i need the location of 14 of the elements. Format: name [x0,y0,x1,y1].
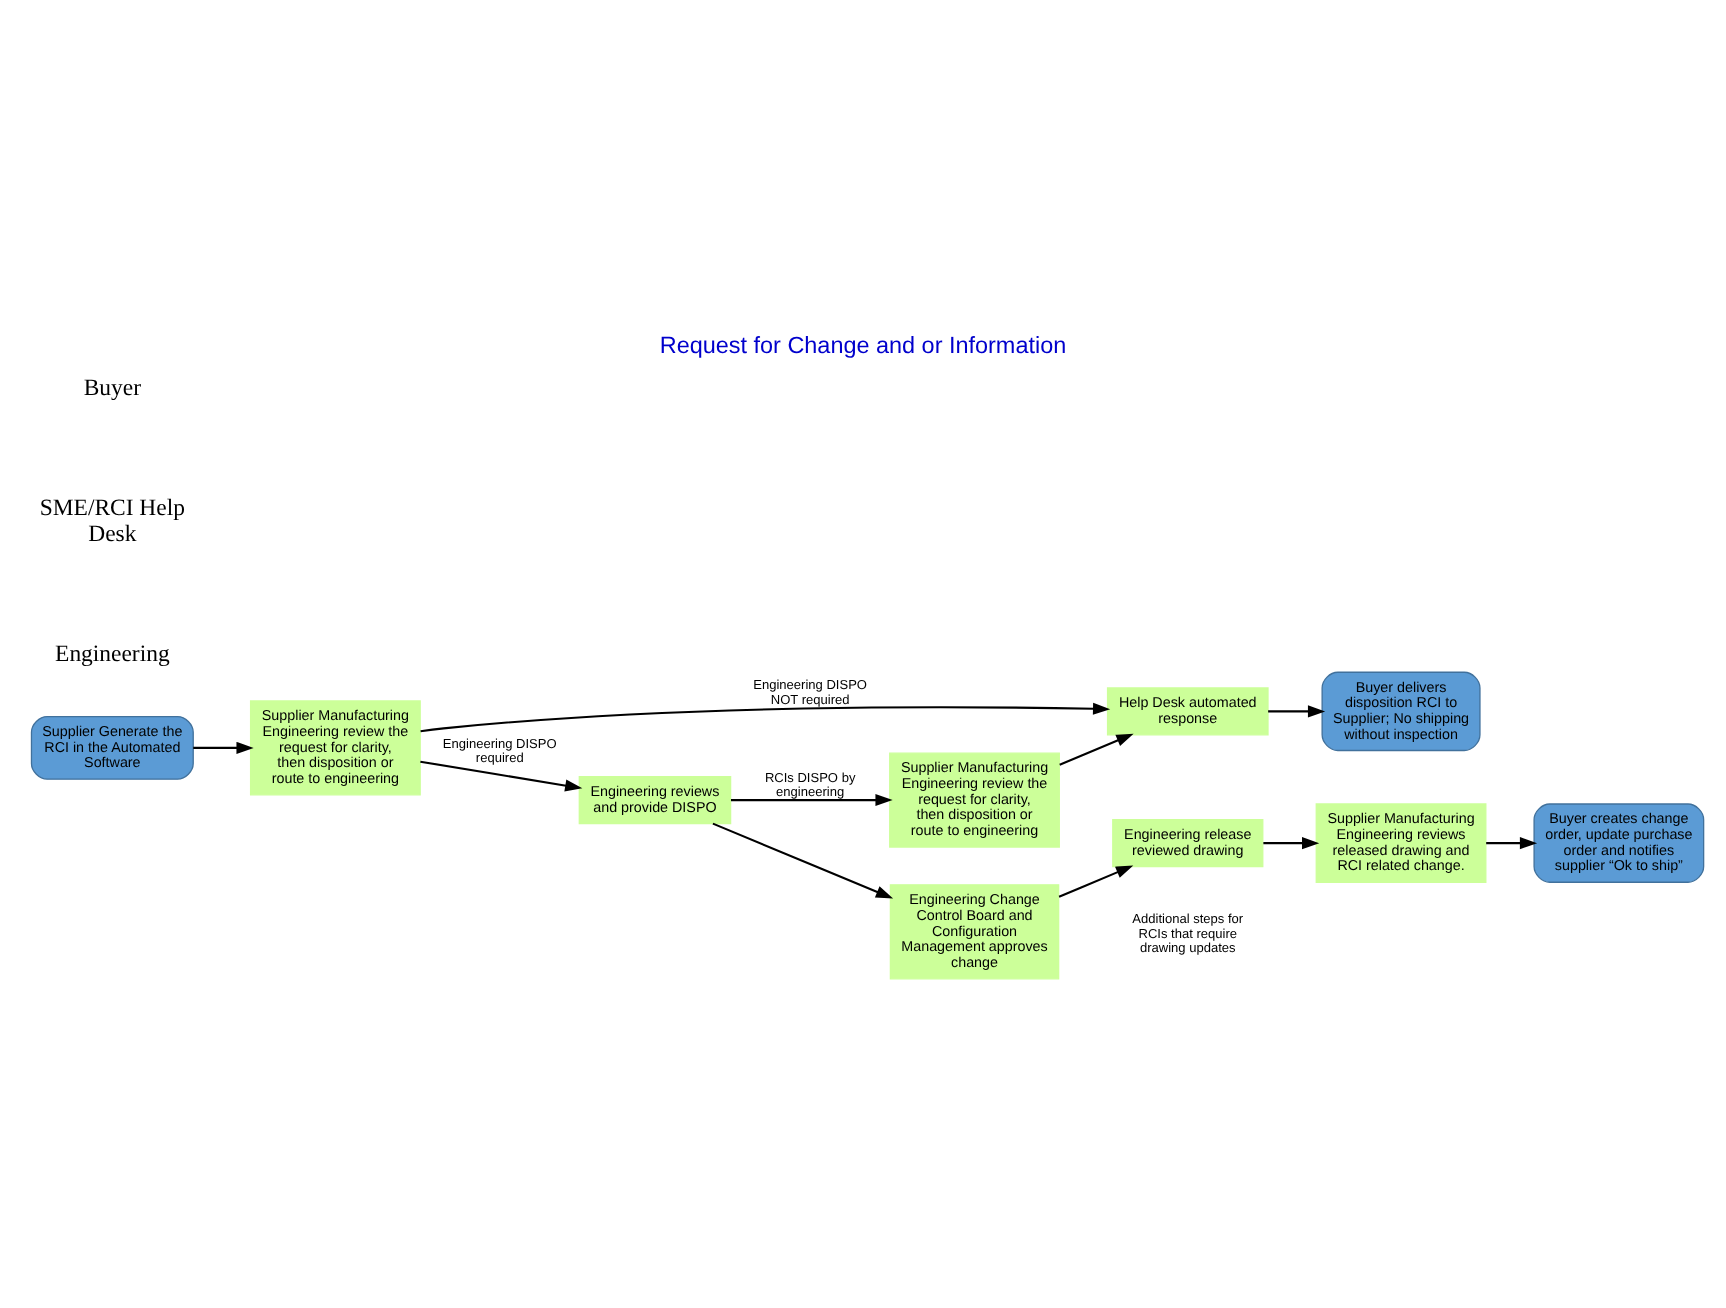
arrow [420,702,1111,733]
arrow [1058,865,1134,898]
arrow [193,741,254,754]
arrow [1263,837,1320,850]
arrow [730,794,893,807]
diagram-title: Request for Change and or Information [659,333,1067,360]
label: Engineering [55,641,170,668]
arrow [420,760,583,792]
arrow [1059,733,1134,766]
arrow [1268,705,1326,718]
label: SME/RCI Help Desk [39,494,185,548]
arrow [1486,837,1538,850]
arrow [712,822,894,899]
label: Buyer [83,374,141,401]
